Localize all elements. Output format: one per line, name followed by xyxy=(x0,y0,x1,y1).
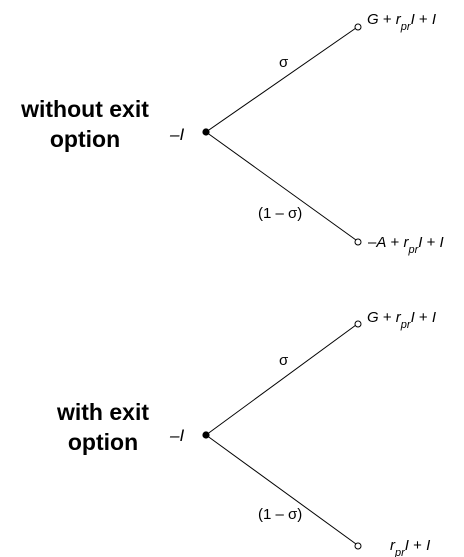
tree-label-line: without exit xyxy=(21,96,149,122)
payoff-label: G + rprI + I xyxy=(367,309,436,331)
decision-node xyxy=(202,128,210,136)
initial-value-label: –I xyxy=(169,125,184,144)
payoff-label: rprI + I xyxy=(390,537,430,557)
payoff-label: –A + rprI + I xyxy=(368,234,444,256)
tree-label-line: with exit xyxy=(56,399,149,425)
tree-label-without-exit: without exit option xyxy=(10,94,160,154)
branch-down-line xyxy=(205,131,357,241)
outcome-node xyxy=(354,542,362,550)
branch-up-line xyxy=(205,324,357,436)
tree-without-exit: –I σ (1 – σ) G + rprI + I –A + rprI + I xyxy=(169,11,444,256)
probability-label: (1 – σ) xyxy=(258,205,302,222)
tree-label-line: option xyxy=(49,126,121,152)
decision-node xyxy=(202,431,210,439)
branch-down-line xyxy=(205,434,357,545)
probability-label: (1 – σ) xyxy=(258,506,302,523)
payoff-label: G + rprI + I xyxy=(367,11,436,33)
probability-label: σ xyxy=(279,352,289,369)
branch-up-line xyxy=(205,27,357,133)
tree-label-with-exit: with exit option xyxy=(46,397,160,457)
outcome-node xyxy=(354,320,362,328)
tree-label-line: option xyxy=(67,429,139,455)
initial-value-label: –I xyxy=(169,426,184,445)
tree-with-exit: –I σ (1 – σ) G + rprI + I rprI + I xyxy=(169,309,436,557)
probability-label: σ xyxy=(279,54,289,71)
outcome-node xyxy=(354,23,362,31)
outcome-node xyxy=(354,238,362,246)
